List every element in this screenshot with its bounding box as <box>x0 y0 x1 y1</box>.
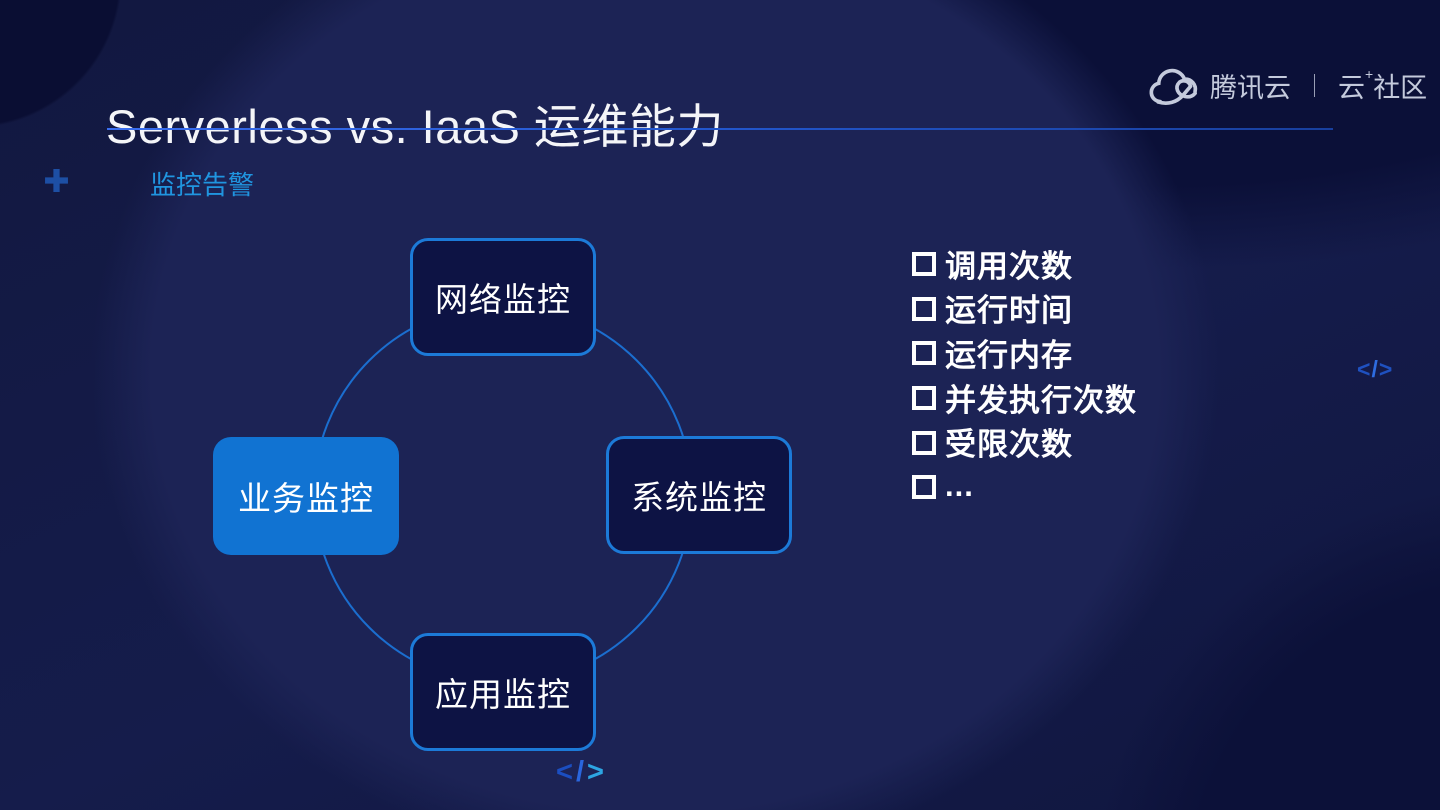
checkbox-bullet-icon <box>912 252 936 277</box>
metric-label: 并发执行次数 <box>945 382 1137 418</box>
section-label: 监控告警 <box>150 170 255 200</box>
diagram-node-system: 系统监控 <box>606 436 792 554</box>
diagram-node-business: 业务监控 <box>213 437 399 555</box>
metric-label: 调用次数 <box>945 248 1073 284</box>
code-icon-gt: > <box>587 756 607 788</box>
list-item: 调用次数 <box>912 241 1137 286</box>
list-item: 受限次数 <box>912 419 1137 464</box>
code-icon-lt: < <box>556 756 576 788</box>
diagram-node-application: 应用监控 <box>410 633 596 751</box>
plus-icon <box>45 169 68 192</box>
list-item: 运行时间 <box>912 286 1137 331</box>
page-title: Serverless vs. IaaS 运维能力 <box>106 100 724 154</box>
logo-community-prefix: 云 <box>1338 72 1365 103</box>
metrics-list: 调用次数 运行时间 运行内存 并发执行次数 受限次数 ... <box>912 241 1137 509</box>
code-icon-gt: > <box>1378 356 1394 382</box>
checkbox-bullet-icon <box>912 296 936 321</box>
title-underline <box>107 128 1333 130</box>
code-icon-slash: / <box>1371 356 1379 382</box>
logo-community-suffix: 社区 <box>1373 72 1428 103</box>
code-icon: </> <box>1357 356 1393 383</box>
code-icon: </> <box>556 756 607 789</box>
metric-label: 受限次数 <box>945 427 1073 463</box>
checkbox-bullet-icon <box>912 430 936 455</box>
metric-label: 运行内存 <box>945 337 1073 373</box>
metric-label: ... <box>945 468 974 504</box>
logo-community-text: 云+社区 <box>1338 66 1427 105</box>
brand-logo: 腾讯云 ｜ 云+社区 <box>1146 60 1427 110</box>
list-item: 并发执行次数 <box>912 375 1137 420</box>
list-item: 运行内存 <box>912 330 1137 375</box>
checkbox-bullet-icon <box>912 386 936 411</box>
diagram-node-network: 网络监控 <box>410 238 596 356</box>
code-icon-slash: / <box>575 756 587 788</box>
logo-separator: ｜ <box>1303 73 1326 99</box>
logo-brand-text: 腾讯云 <box>1210 72 1291 103</box>
logo-community-plus: + <box>1365 65 1374 82</box>
tencent-cloud-icon <box>1149 68 1198 105</box>
list-item: ... <box>912 464 1137 509</box>
checkbox-bullet-icon <box>912 475 936 500</box>
code-icon-lt: < <box>1357 356 1372 382</box>
checkbox-bullet-icon <box>912 341 936 366</box>
metric-label: 运行时间 <box>945 293 1073 329</box>
